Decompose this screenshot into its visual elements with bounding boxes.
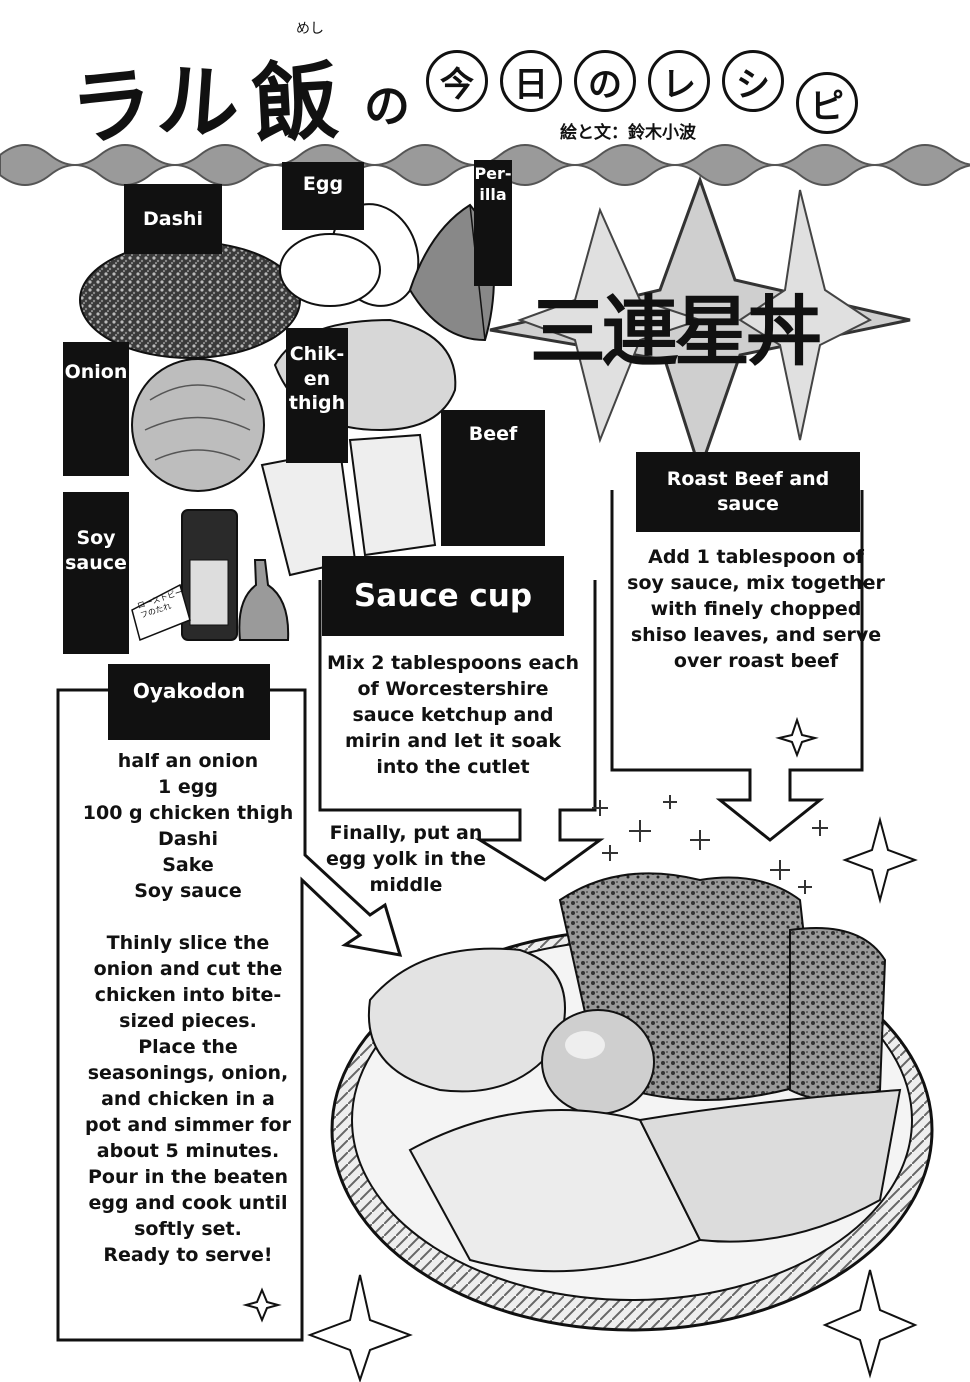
- label-soy: Soy sauce: [63, 492, 129, 654]
- sauce-cup-body: Mix 2 tablespoons each of Worcestershire…: [327, 652, 579, 778]
- sauce-cup-title: Sauce cup: [322, 556, 564, 636]
- dish-title: 三連星丼: [530, 287, 822, 376]
- label-dashi: Dashi: [124, 184, 222, 254]
- roast-beef-arrow: [610, 490, 864, 842]
- sparkles: [242, 716, 918, 1382]
- title-char: ラ: [66, 55, 158, 159]
- oyakodon-title: Oyakodon: [108, 664, 270, 740]
- credit-text: 絵と文：鈴木小波: [560, 123, 696, 143]
- label-perilla: Per- illa: [474, 160, 512, 286]
- circled-char: 今: [426, 50, 488, 112]
- small-sparkles: [592, 795, 828, 894]
- oyakodon-ingredients: half an onion 1 egg 100 g chicken thigh …: [82, 750, 294, 902]
- title-char: の: [364, 79, 410, 133]
- title-ruby: めし: [296, 21, 324, 37]
- sauce-cup-arrow: [318, 580, 605, 882]
- oyakodon-steps: Thinly slice the onion and cut the chick…: [85, 932, 291, 1266]
- roast-beef-title: Roast Beef and sauce: [636, 452, 860, 532]
- circled-char: レ: [648, 50, 710, 112]
- circled-char: ピ: [796, 72, 858, 134]
- title-char: 飯: [249, 50, 342, 156]
- oyakodon-arrow: [56, 688, 403, 1342]
- label-beef: Beef: [441, 410, 545, 546]
- roast-beef-body: Add 1 tablespoon of soy sauce, mix toget…: [627, 546, 885, 672]
- circled-char: 日: [500, 50, 562, 112]
- title-char: ル: [154, 53, 243, 154]
- label-onion: Onion: [63, 342, 129, 476]
- label-egg: Egg: [282, 162, 364, 230]
- label-chicken: Chik- en thigh: [286, 328, 348, 463]
- sauce-cup-final: Finally, put an egg yolk in the middle: [325, 822, 487, 896]
- circled-char: シ: [722, 50, 784, 112]
- circled-char: の: [574, 50, 636, 112]
